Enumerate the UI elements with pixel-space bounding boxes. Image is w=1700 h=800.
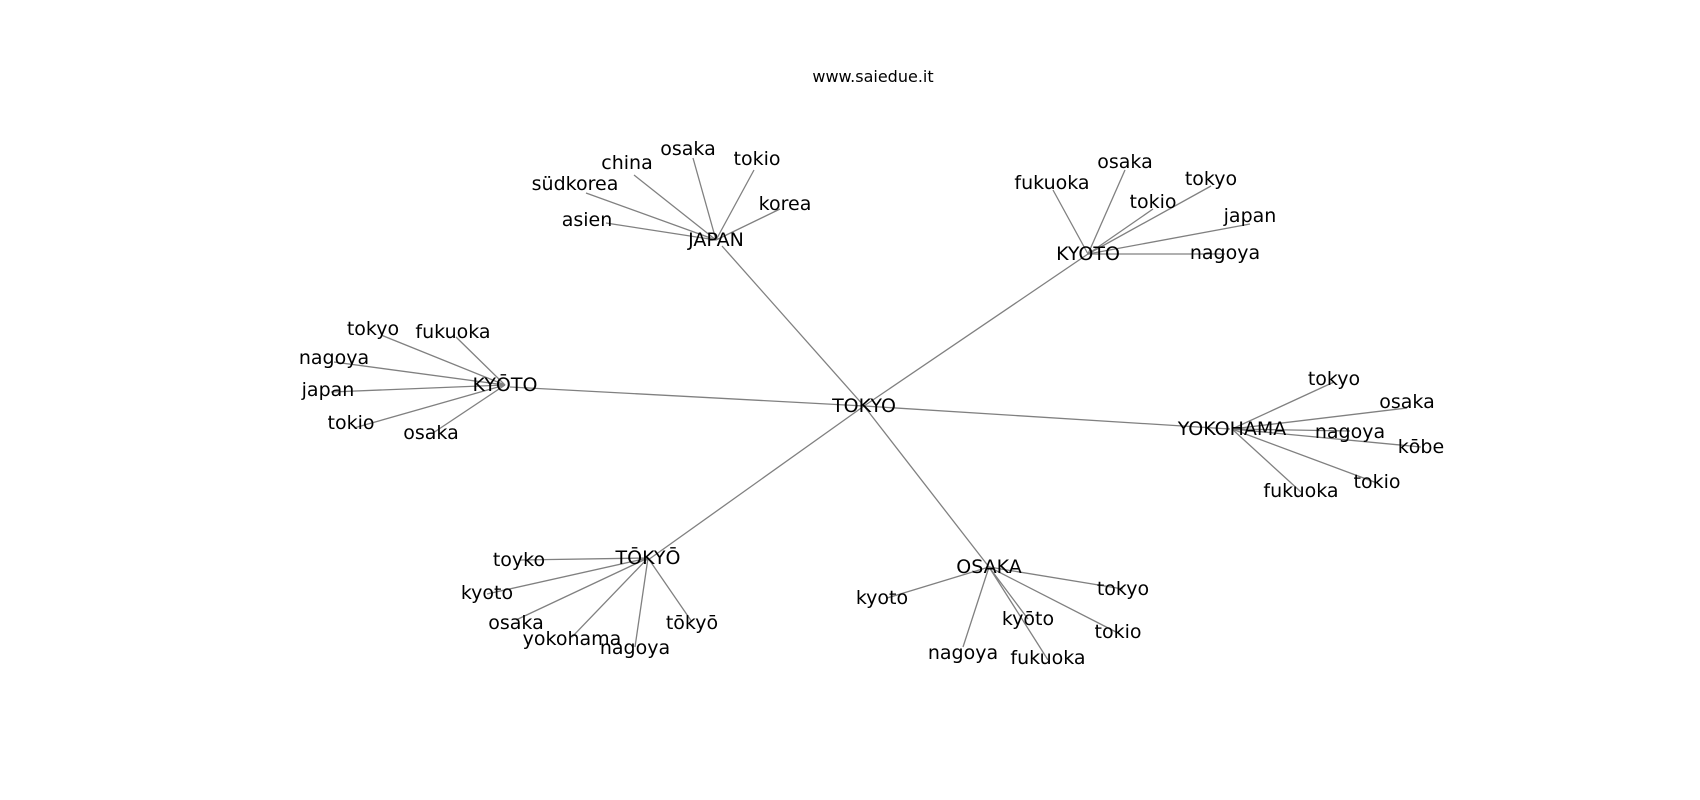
hub-node-osaka: OSAKA <box>956 556 1022 578</box>
edge-yokohama-0 <box>1231 381 1335 430</box>
edge-japan-3 <box>692 157 717 241</box>
edge-kyoto-macron-0 <box>380 334 506 386</box>
edge-root-kyoto-macron <box>509 386 865 407</box>
leaf-node-yokohama-4: tokio <box>1354 471 1401 493</box>
leaf-node-tokyo-macron-3: yokohama <box>523 628 622 650</box>
edge-osaka-2 <box>988 566 1029 620</box>
leaf-node-osaka-1: nagoya <box>928 642 998 664</box>
leaf-node-japan-4: tokio <box>734 148 781 170</box>
leaf-node-kyoto-macron-3: japan <box>301 379 355 401</box>
leaf-node-tokyo-macron-2: osaka <box>488 612 543 634</box>
edge-root-kyoto <box>863 253 1089 407</box>
leaf-node-kyoto-macron-1: fukuoka <box>415 321 490 343</box>
site-title: www.saiedue.it <box>812 67 933 86</box>
leaf-node-tokyo-macron-4: nagoya <box>600 637 670 659</box>
leaf-node-kyoto-macron-4: tokio <box>328 412 375 434</box>
leaf-node-yokohama-3: kōbe <box>1398 436 1444 458</box>
hub-node-yokohama: YOKOHAMA <box>1177 418 1287 440</box>
leaf-node-osaka-0: kyoto <box>856 587 908 609</box>
leaf-node-kyoto-0: fukuoka <box>1014 172 1089 194</box>
leaf-node-japan-3: osaka <box>660 138 715 160</box>
leaf-node-tokyo-macron-1: kyoto <box>461 582 513 604</box>
leaf-node-tokyo-macron-5: tōkyō <box>666 612 718 634</box>
edge-kyoto-macron-3 <box>330 384 506 393</box>
edge-yokohama-4 <box>1231 428 1378 484</box>
leaf-node-japan-5: korea <box>759 193 812 215</box>
edge-osaka-4 <box>988 566 1119 634</box>
leaf-node-yokohama-1: osaka <box>1379 391 1434 413</box>
leaf-node-japan-1: südkorea <box>532 173 619 195</box>
hub-node-kyoto-macron: KYŌTO <box>473 372 538 396</box>
edge-root-tokyo-macron <box>647 405 865 561</box>
leaf-node-kyoto-5: nagoya <box>1190 242 1260 264</box>
edge-osaka-3 <box>988 566 1049 661</box>
edge-japan-0 <box>605 222 717 241</box>
leaf-node-osaka-5: tokyo <box>1097 578 1149 600</box>
leaf-node-kyoto-3: tokyo <box>1185 168 1237 190</box>
leaf-node-japan-0: asien <box>562 209 613 231</box>
edge-root-osaka <box>863 405 990 568</box>
leaf-node-kyoto-2: tokio <box>1130 191 1177 213</box>
hub-node-tokyo-macron: TŌKYŌ <box>615 545 681 569</box>
edge-japan-2 <box>633 174 717 241</box>
root-node-label: TOKYO <box>831 395 896 417</box>
edge-kyoto-macron-5 <box>432 384 506 434</box>
edge-kyoto-macron-2 <box>333 361 506 386</box>
leaf-node-tokyo-macron-0: toyko <box>493 549 545 571</box>
edge-tokyo-macron-0 <box>518 557 649 561</box>
edge-kyoto-2 <box>1087 208 1154 255</box>
edge-kyoto-macron-1 <box>455 336 506 386</box>
edge-osaka-1 <box>962 566 990 648</box>
edge-osaka-0 <box>886 566 990 599</box>
hub-node-kyoto: KYOTO <box>1056 243 1120 265</box>
edge-kyoto-0 <box>1052 189 1089 255</box>
edge-kyoto-macron-4 <box>353 384 506 429</box>
leaf-node-osaka-2: kyōto <box>1002 608 1054 630</box>
edge-yokohama-1 <box>1231 407 1408 430</box>
hub-node-japan: JAPAN <box>687 229 744 251</box>
edge-kyoto-4 <box>1087 223 1251 255</box>
edge-japan-4 <box>715 169 755 241</box>
edge-osaka-5 <box>988 566 1124 590</box>
edge-yokohama-2 <box>1231 428 1351 432</box>
edge-japan-5 <box>715 208 781 241</box>
leaf-node-japan-2: china <box>601 152 652 174</box>
edges <box>330 157 1422 661</box>
leaf-node-kyoto-4: japan <box>1223 205 1277 227</box>
edge-kyoto-1 <box>1087 169 1126 255</box>
leaf-node-kyoto-macron-0: tokyo <box>347 318 399 340</box>
edge-kyoto-3 <box>1087 185 1212 255</box>
edge-tokyo-macron-3 <box>571 557 649 638</box>
leaf-node-kyoto-macron-5: osaka <box>403 422 458 444</box>
leaf-node-kyoto-macron-2: nagoya <box>299 347 369 369</box>
leaf-node-osaka-3: fukuoka <box>1010 647 1085 669</box>
edge-japan-1 <box>585 192 717 241</box>
leaf-node-yokohama-5: fukuoka <box>1263 480 1338 502</box>
edge-tokyo-macron-2 <box>515 557 649 621</box>
edge-tokyo-macron-4 <box>634 557 649 648</box>
edge-tokyo-macron-1 <box>486 557 649 595</box>
edge-yokohama-3 <box>1231 428 1422 448</box>
leaf-node-kyoto-1: osaka <box>1097 151 1152 173</box>
leaf-node-yokohama-2: nagoya <box>1315 421 1385 443</box>
leaf-node-yokohama-0: tokyo <box>1308 368 1360 390</box>
leaf-node-osaka-4: tokio <box>1095 621 1142 643</box>
edge-root-japan <box>721 245 865 407</box>
edge-yokohama-5 <box>1231 428 1302 493</box>
edge-tokyo-macron-5 <box>647 557 693 623</box>
edge-root-yokohama <box>863 405 1231 430</box>
